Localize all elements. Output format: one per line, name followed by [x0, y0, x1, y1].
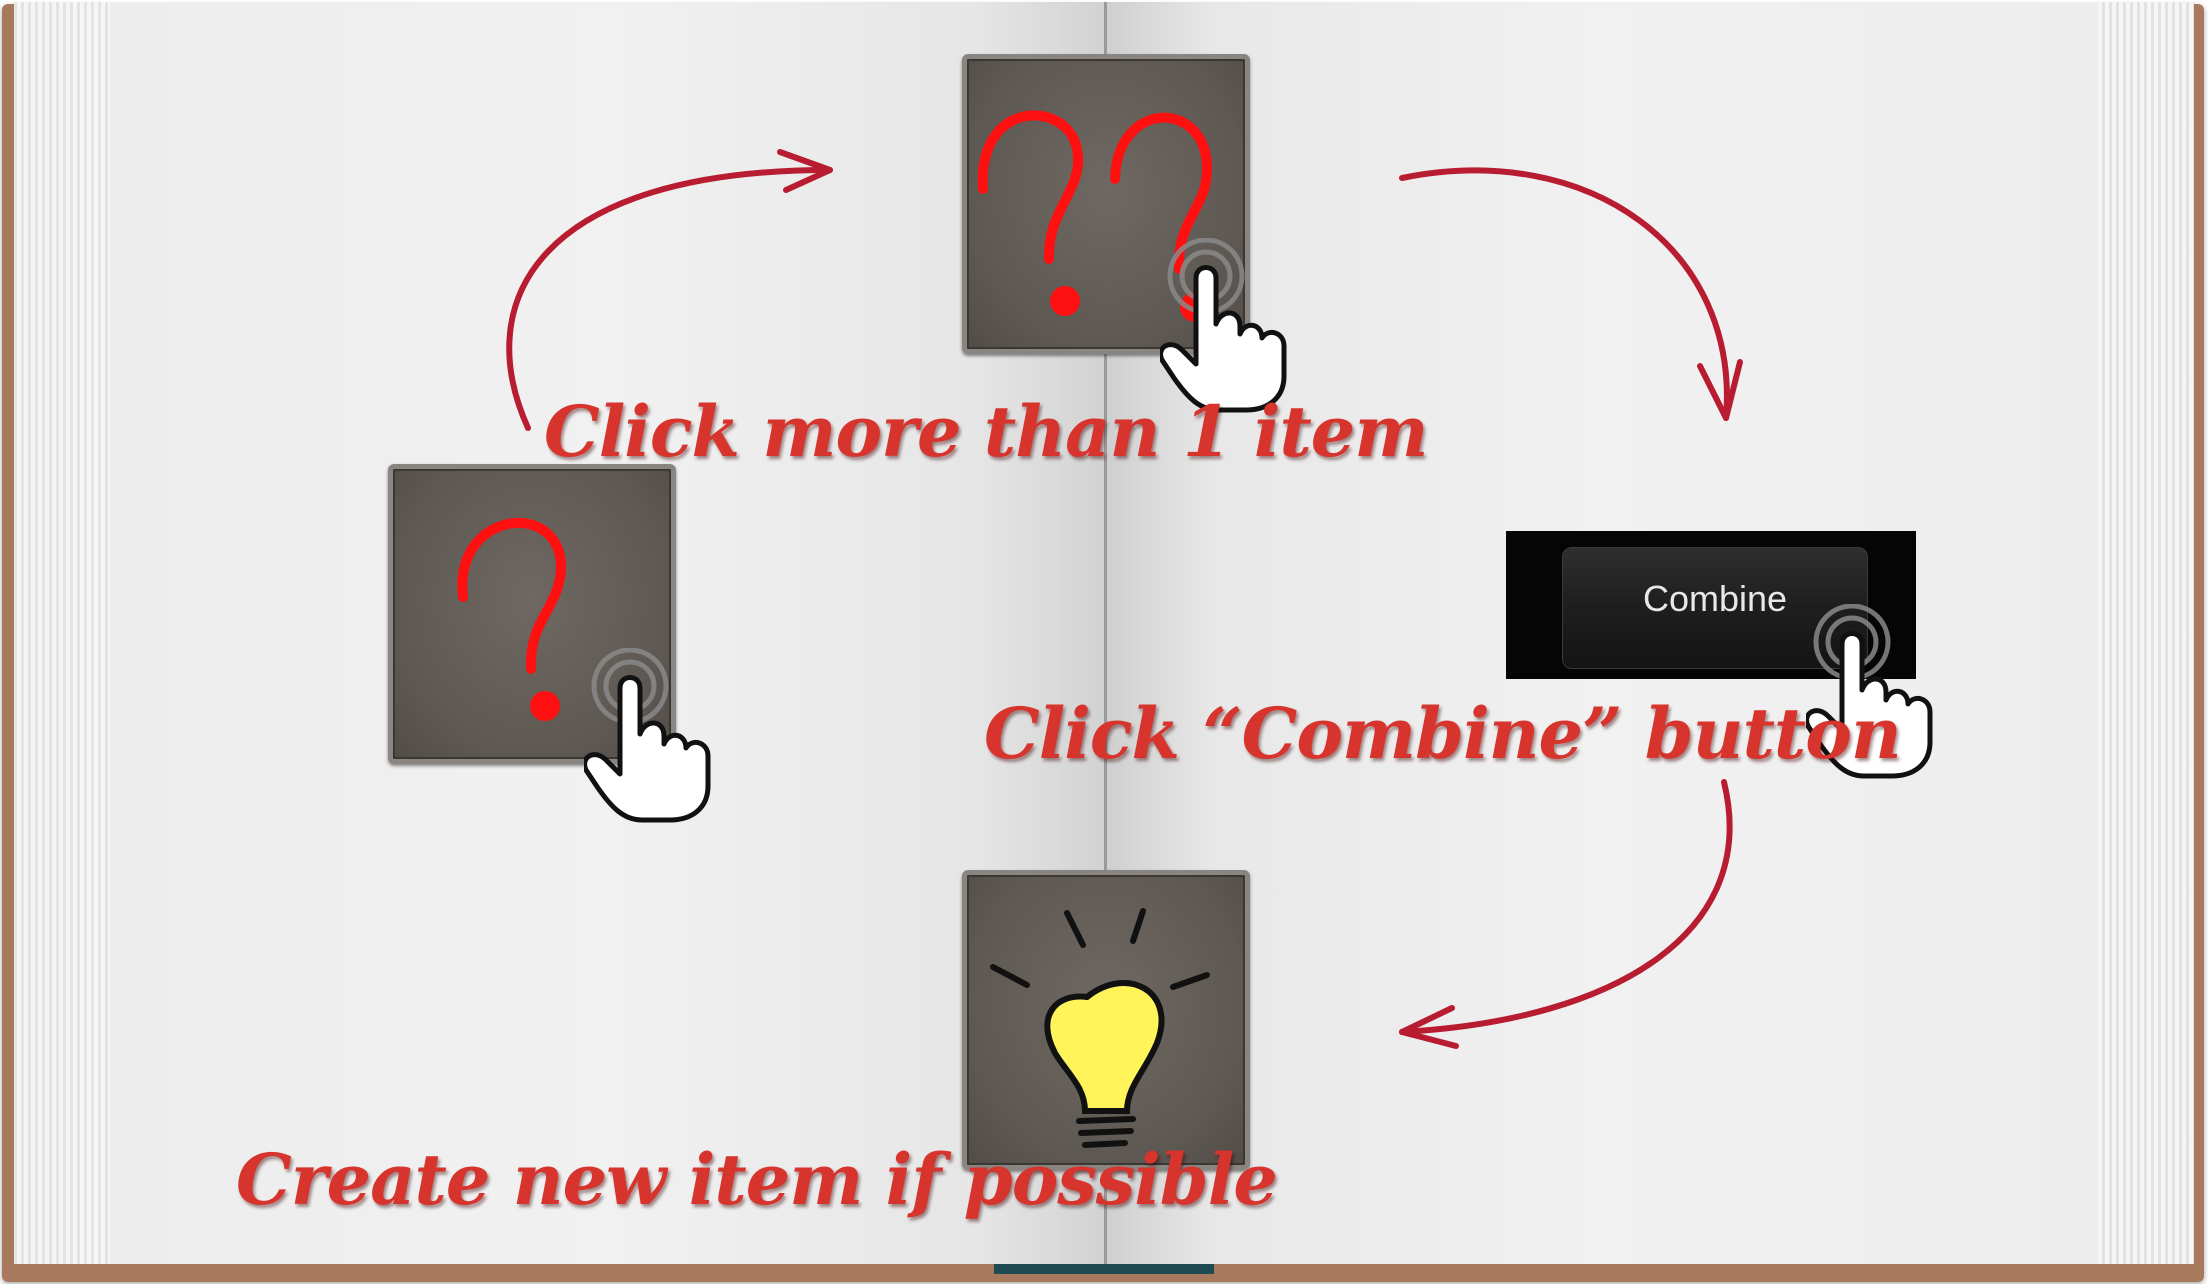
- question-mark-icon: [457, 518, 567, 721]
- step1-caption: Click more than 1 item: [544, 390, 1428, 473]
- step2-caption: Click “Combine” button: [984, 692, 1902, 775]
- step3-caption: Create new item if possible: [236, 1138, 1278, 1221]
- bookmark-ribbon: [994, 1264, 1214, 1274]
- tap-hand-icon: [584, 648, 711, 823]
- arrow-to-top-icon: [506, 167, 833, 431]
- arrow-to-result-icon: [1399, 779, 1733, 1035]
- light-bulb-icon: [990, 908, 1210, 1148]
- arrow-to-combine-icon: [1399, 167, 1730, 421]
- left-page-edges: [14, 2, 110, 1264]
- right-page-edges: [2098, 2, 2194, 1264]
- book-spine: [1104, 2, 1107, 1264]
- tap-hand-icon: [1806, 604, 1933, 779]
- item-slot-result: [962, 870, 1250, 1170]
- tap-hand-icon: [1160, 238, 1287, 413]
